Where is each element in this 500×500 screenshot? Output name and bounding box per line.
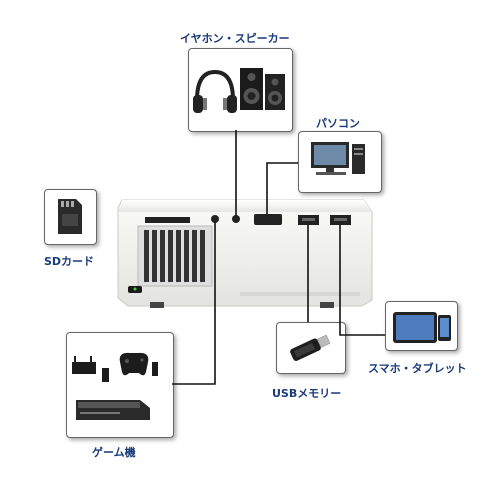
usb-memory-icon: [290, 334, 331, 361]
game-console-box: [66, 332, 174, 438]
label-smartphone-tablet: スマホ・タブレット: [368, 362, 467, 375]
connection-cables: [172, 130, 385, 385]
cable-game: [172, 222, 216, 385]
label-usb-memory: USBメモリー: [272, 387, 342, 400]
label-earphone-speaker: イヤホン・スピーカー: [180, 32, 290, 45]
pc-icon: [311, 142, 365, 175]
speaker-icon: [240, 68, 285, 110]
headphone-icon: [193, 69, 237, 113]
cable-pc: [266, 162, 298, 214]
label-sd-card: SDカード: [44, 255, 95, 268]
label-pc: パソコン: [316, 117, 360, 130]
game-console-icon: [72, 352, 158, 420]
cable-tablet: [339, 225, 385, 336]
tablet-icon: [393, 312, 451, 343]
projector-icon: [117, 199, 373, 308]
sd-card-icon: [58, 199, 82, 234]
label-game-console: ゲーム機: [92, 446, 136, 459]
